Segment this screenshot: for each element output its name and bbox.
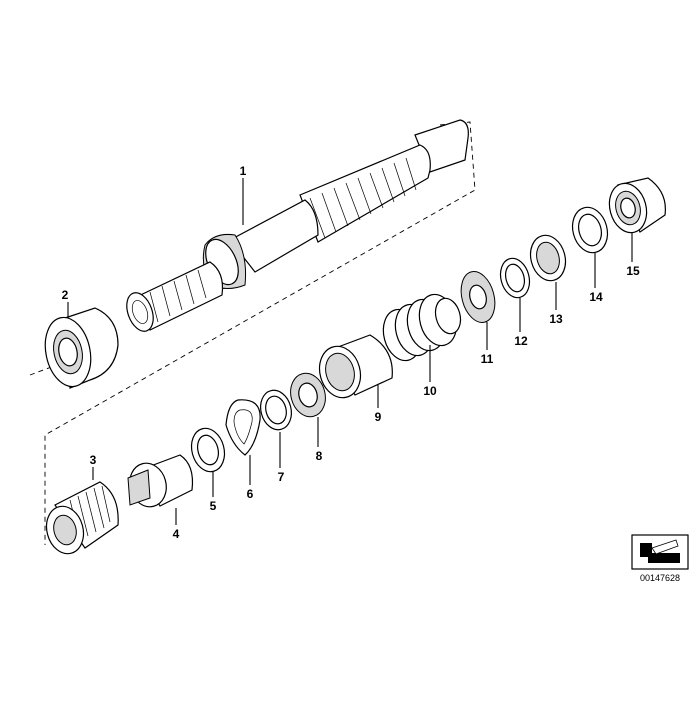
reference-code: 00147628 (640, 573, 680, 583)
callout-3: 3 (90, 453, 97, 467)
callout-10: 10 (423, 384, 437, 398)
gear-part-3[interactable] (41, 481, 119, 558)
circlip-part-7[interactable] (256, 387, 295, 433)
toothed-washer-part-11[interactable] (456, 268, 500, 327)
callout-1: 1 (240, 164, 247, 178)
bearing-part-2[interactable] (39, 307, 119, 391)
callout-15: 15 (626, 264, 640, 278)
callout-5: 5 (210, 499, 217, 513)
callout-13: 13 (549, 312, 563, 326)
callout-4: 4 (173, 527, 180, 541)
main-shaft-part-1[interactable] (122, 119, 469, 335)
splined-disc-part-8[interactable] (286, 369, 330, 420)
callout-9: 9 (375, 410, 382, 424)
washer-part-6[interactable] (225, 399, 261, 456)
cup-sleeve-part-9[interactable] (314, 334, 393, 402)
splined-ring-part-13[interactable] (526, 231, 571, 284)
callout-14: 14 (589, 290, 603, 304)
callout-2: 2 (62, 288, 69, 302)
spring-part-10[interactable] (378, 290, 464, 365)
callout-6: 6 (247, 487, 254, 501)
callout-labels: 1 2 3 4 5 6 7 8 9 10 11 12 13 14 15 (62, 164, 640, 541)
callout-8: 8 (316, 449, 323, 463)
callout-11: 11 (481, 352, 494, 366)
callout-12: 12 (514, 334, 528, 348)
reference-symbol-icon (631, 534, 689, 570)
ring-part-14[interactable] (568, 203, 613, 256)
split-ring-part-12[interactable] (496, 255, 533, 301)
sleeve-part-4[interactable] (125, 454, 194, 511)
leader-lines (67, 178, 633, 525)
callout-7: 7 (278, 470, 285, 484)
bearing-part-15[interactable] (604, 177, 666, 237)
ring-part-5[interactable] (187, 425, 229, 476)
